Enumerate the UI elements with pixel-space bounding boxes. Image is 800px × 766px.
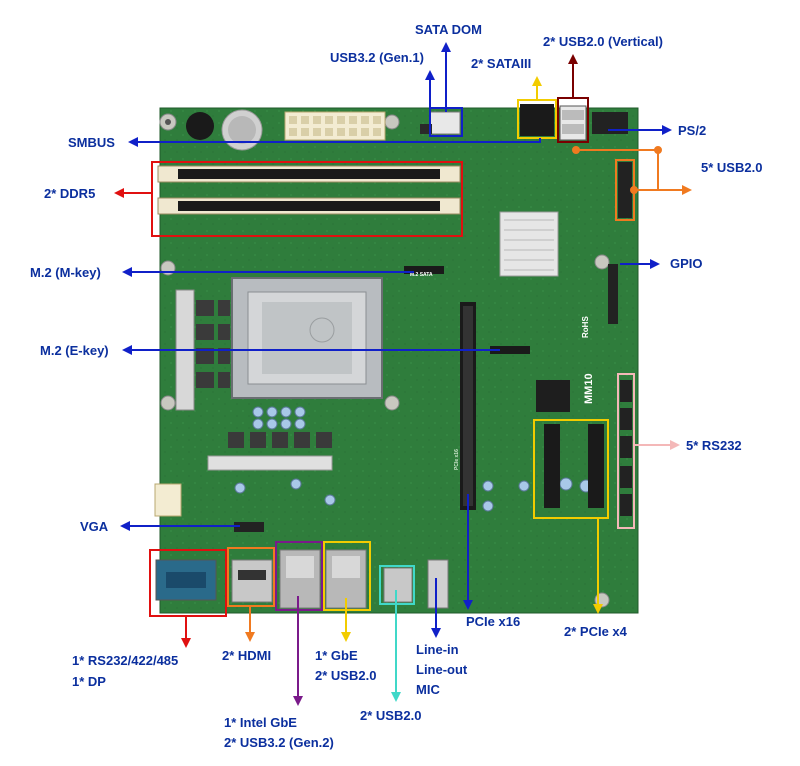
arrow-smbus xyxy=(128,137,541,147)
board-markings: M.2 SATA MM10 RoHS PCIe x16 xyxy=(410,272,595,470)
label-sata-dom: SATA DOM xyxy=(415,22,482,37)
label-usb20-vertical: 2* USB2.0 (Vertical) xyxy=(543,34,663,49)
rs232-dp-box xyxy=(149,549,227,617)
label-dp: 1* DP xyxy=(72,674,106,689)
label-ps2: PS/2 xyxy=(678,123,706,138)
label-intel-gbe: 1* Intel GbE xyxy=(224,715,297,730)
label-intel-usb32: 2* USB3.2 (Gen.2) xyxy=(224,735,334,750)
label-vga: VGA xyxy=(80,519,109,534)
label-gbe: 1* GbE xyxy=(315,648,358,663)
arrow-usb20-5 xyxy=(572,146,692,195)
callout-arrows xyxy=(114,42,692,706)
label-rear-usb20: 2* USB2.0 xyxy=(360,708,421,723)
label-ddr5: 2* DDR5 xyxy=(44,186,95,201)
label-rs232-combo: 1* RS232/422/485 xyxy=(72,653,178,668)
marking-m2-sata: M.2 SATA xyxy=(410,272,433,278)
label-rs232-5: 5* RS232 xyxy=(686,438,742,453)
rs232-header-box xyxy=(617,373,635,529)
label-sataiii: 2* SATAIII xyxy=(471,56,531,71)
callout-labels: SATA DOM USB3.2 (Gen.1) 2* SATAIII 2* US… xyxy=(30,22,762,750)
marking-model: MM10 xyxy=(583,373,595,404)
label-pcie-x4: 2* PCIe x4 xyxy=(564,624,628,639)
label-audio-mic: MIC xyxy=(416,682,440,697)
label-m2-ekey: M.2 (E-key) xyxy=(40,343,109,358)
marking-pcie-x16: PCIe x16 xyxy=(454,449,460,470)
board-components xyxy=(154,104,632,609)
label-gpio: GPIO xyxy=(670,256,703,271)
label-audio-out: Line-out xyxy=(416,662,468,677)
marking-rohs: RoHS xyxy=(581,316,590,338)
label-usb32-gen1: USB3.2 (Gen.1) xyxy=(330,50,424,65)
label-pcie-x16: PCIe x16 xyxy=(466,614,520,629)
label-usb20-5: 5* USB2.0 xyxy=(701,160,762,175)
label-m2-mkey: M.2 (M-key) xyxy=(30,265,101,280)
ddr5-box xyxy=(151,161,463,237)
label-hdmi: 2* HDMI xyxy=(222,648,271,663)
label-smbus: SMBUS xyxy=(68,135,115,150)
label-gbe-usb: 2* USB2.0 xyxy=(315,668,376,683)
pcie-x4-box xyxy=(533,419,609,519)
label-audio-in: Line-in xyxy=(416,642,459,657)
